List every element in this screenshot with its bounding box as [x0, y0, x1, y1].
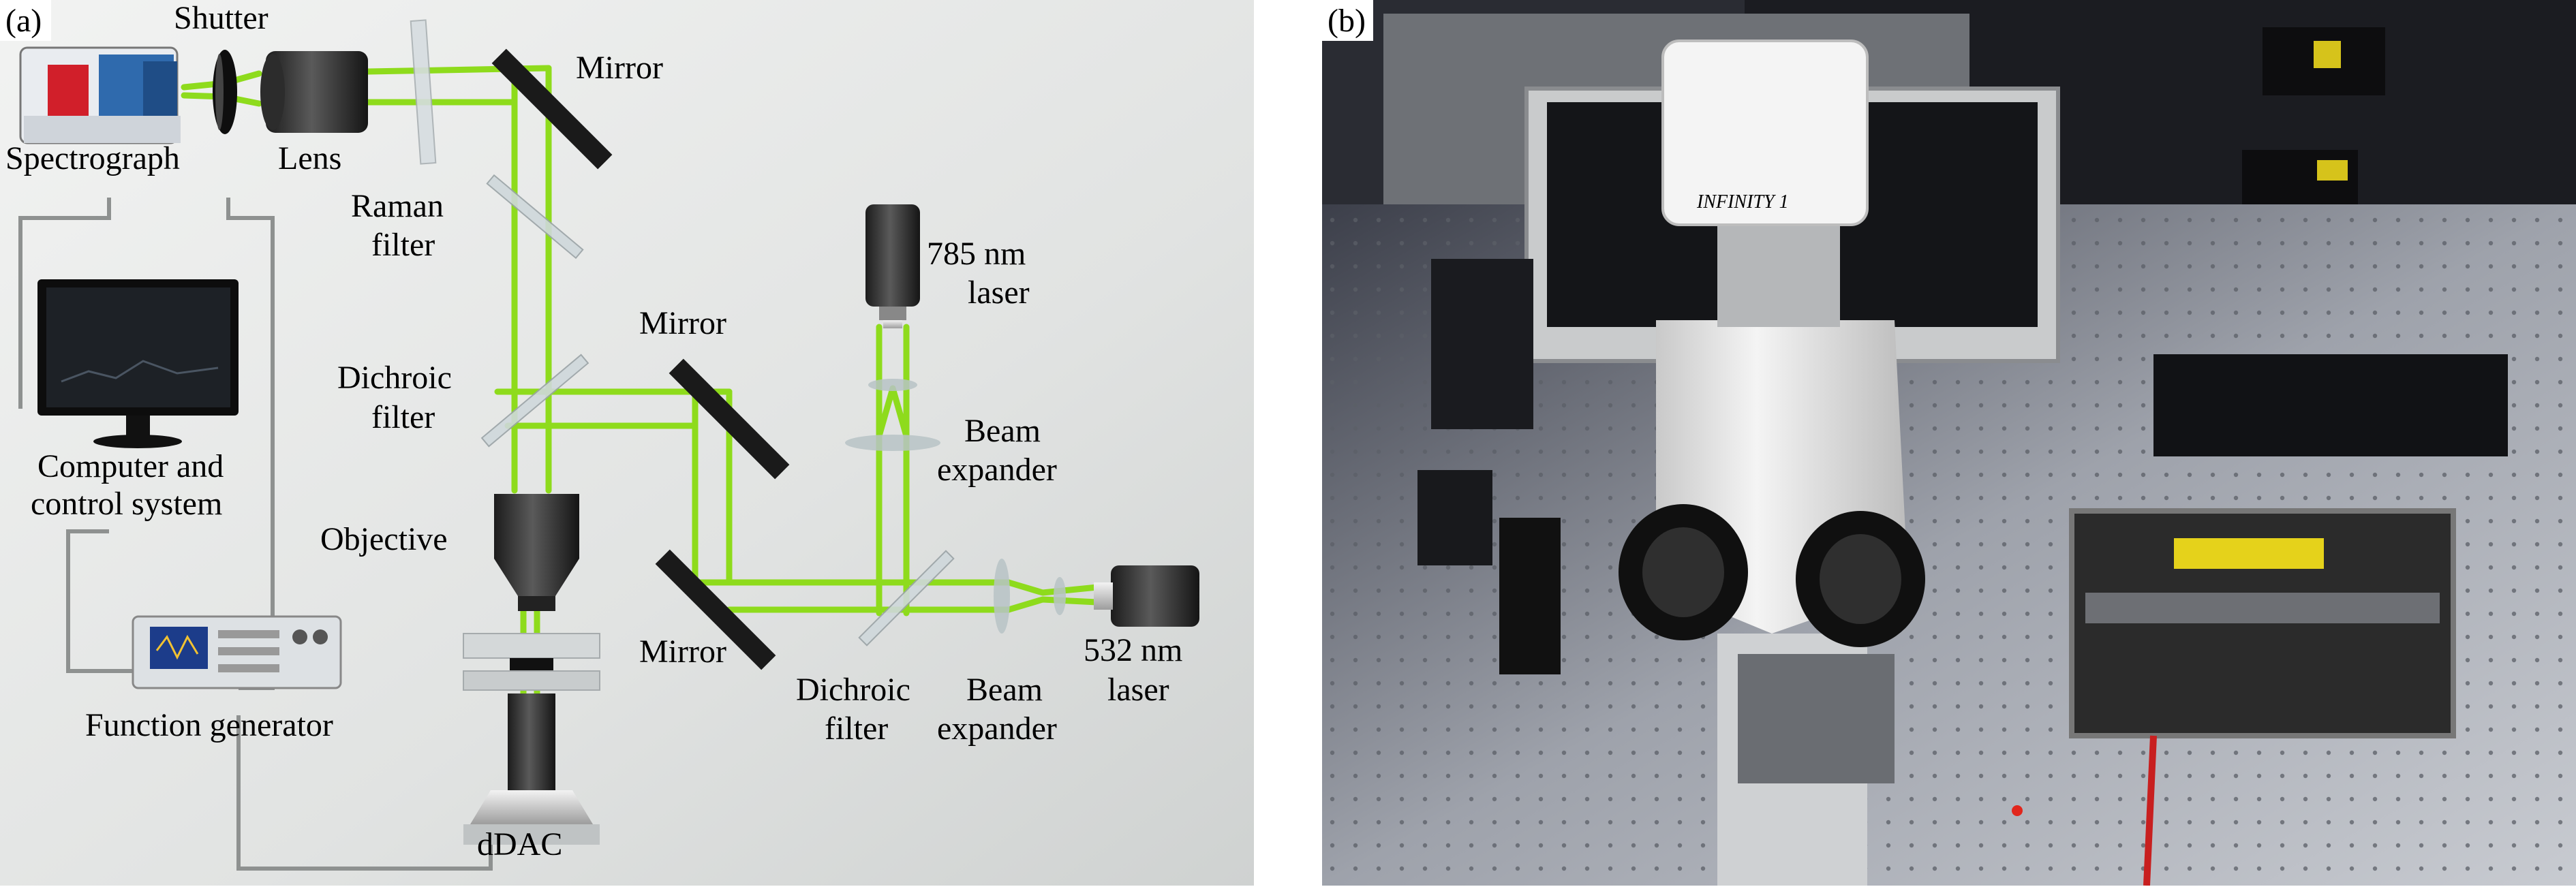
label-mirror-top: Mirror	[576, 50, 663, 86]
label-532nm-2: laser	[1107, 672, 1169, 708]
beam-expander-top-icon	[845, 379, 940, 451]
laser-module-yellow-tag	[2174, 538, 2324, 569]
label-mirror-bottom: Mirror	[639, 634, 726, 670]
lens-icon	[260, 51, 368, 133]
laser-module-rail	[2085, 593, 2440, 623]
left-optics-stack	[1431, 259, 1533, 429]
laser-785nm-icon	[865, 204, 920, 328]
right-optics-mount	[2153, 354, 2508, 456]
beam-expander-bottom-icon	[994, 559, 1066, 634]
label-785nm-2: laser	[968, 275, 1030, 311]
computer-monitor-icon	[37, 279, 239, 448]
camera-head	[1661, 40, 1869, 226]
function-generator-icon	[132, 615, 342, 689]
ddac-icon	[463, 633, 600, 845]
panel-a-label: (a)	[5, 3, 42, 39]
panel-a-schematic: (a) Shutter Mirror Spectrograph Lens Ram…	[0, 0, 1254, 886]
left-black-post	[1499, 518, 1561, 674]
label-beam-expander-top-1: Beam	[964, 413, 1041, 449]
label-shutter: Shutter	[174, 0, 269, 36]
label-dichroic-bottom-2: filter	[825, 711, 888, 747]
panel-a-background	[0, 0, 1254, 886]
label-spectrograph: Spectrograph	[5, 140, 180, 176]
dichroic-filter-bottom-icon	[858, 550, 955, 646]
panel-b-photo: INFINITY 1 (b)	[1322, 0, 2576, 886]
label-computer-1: Computer and	[37, 448, 224, 484]
top-right-device-tag	[2314, 41, 2341, 68]
eyepiece-right-rim	[1820, 534, 1901, 624]
mid-right-device-tag	[2317, 160, 2348, 181]
raman-filter-icon	[486, 174, 584, 260]
label-objective: Objective	[320, 521, 448, 557]
label-beam-expander-bottom-1: Beam	[966, 672, 1043, 708]
panel-a-label-bg	[0, 0, 51, 41]
camera-neck	[1717, 218, 1840, 327]
label-dichroic-top-2: filter	[371, 399, 435, 435]
dichroic-filter-top-icon	[480, 354, 589, 448]
label-beam-expander-bottom-2: expander	[937, 711, 1057, 747]
objective-icon	[494, 494, 579, 611]
status-led	[2012, 805, 2023, 816]
red-cable	[2143, 735, 2157, 886]
panel-b-label-bg	[1322, 0, 1373, 41]
panel-a-labels: (a) Shutter Mirror Spectrograph Lens Ram…	[0, 0, 1182, 862]
label-785nm-1: 785 nm	[927, 236, 1026, 272]
label-532nm-1: 532 nm	[1084, 632, 1182, 668]
label-lens: Lens	[278, 140, 341, 176]
panel-b-label: (b)	[1328, 3, 1366, 39]
shutter-icon	[213, 50, 237, 134]
label-raman-filter-2: filter	[371, 227, 435, 263]
spectrograph-icon	[19, 46, 181, 144]
label-beam-expander-top-2: expander	[937, 452, 1057, 488]
eyepiece-left-rim	[1642, 527, 1724, 617]
label-ddac: dDAC	[477, 826, 562, 862]
mirror-middle-icon	[669, 358, 790, 480]
label-mirror-mid: Mirror	[639, 305, 726, 341]
laser-532nm-icon	[1094, 565, 1199, 627]
sample-stage	[1738, 654, 1895, 783]
filter-plate-top-icon	[410, 19, 437, 165]
label-dichroic-top-1: Dichroic	[337, 360, 452, 396]
label-dichroic-bottom-1: Dichroic	[796, 672, 910, 708]
mirror-bottom-icon	[655, 549, 776, 670]
label-computer-2: control system	[31, 486, 222, 522]
left-post-mount	[1417, 470, 1492, 565]
label-raman-filter-1: Raman	[351, 188, 444, 224]
mirror-top-icon	[491, 48, 613, 170]
label-function-generator: Function generator	[85, 707, 333, 743]
camera-badge: INFINITY 1	[1696, 191, 1789, 213]
